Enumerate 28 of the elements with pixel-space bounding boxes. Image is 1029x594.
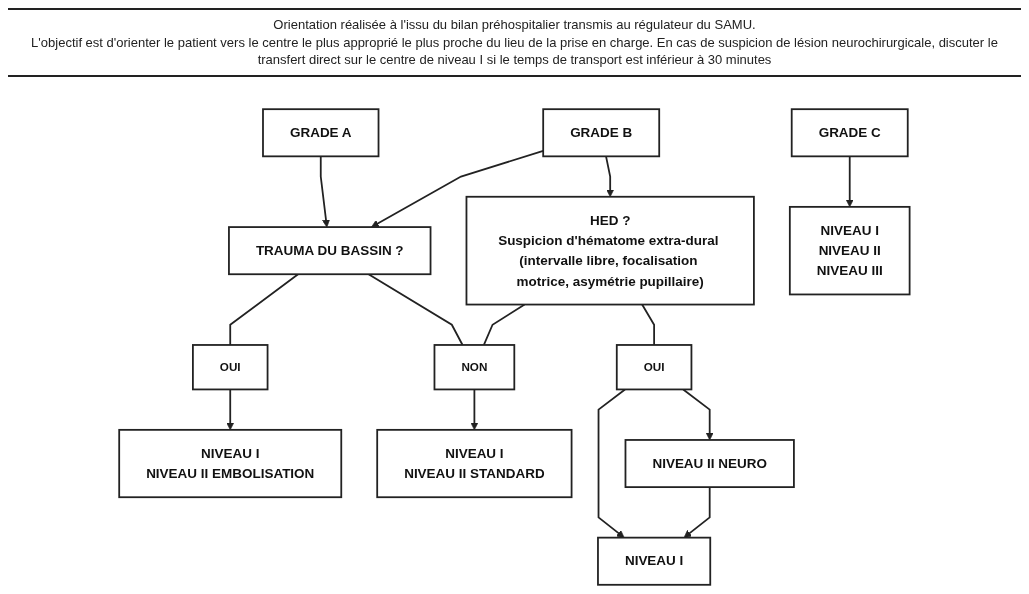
node-box bbox=[615, 344, 693, 391]
node-box bbox=[192, 344, 269, 391]
node-box bbox=[262, 108, 380, 158]
node-box bbox=[228, 226, 432, 276]
node-box bbox=[433, 344, 516, 391]
node-box bbox=[118, 428, 343, 499]
header-note: L'objectif est d'orienter le patient vers le centre le plus approprié le plus proche du lieu de la prise en charge. En cas de suspicion de lésion neurochirurgicale, discuter le transfert direct sur le centre de niveau I si le temps de transport est inférieur à 30 minutes bbox=[30, 33, 999, 69]
node-box bbox=[597, 536, 712, 586]
arrow bbox=[682, 388, 714, 441]
node-box bbox=[376, 428, 573, 499]
connector bbox=[641, 303, 656, 346]
connector bbox=[229, 273, 300, 346]
arrow bbox=[226, 388, 235, 431]
connector bbox=[483, 303, 526, 346]
arrow bbox=[605, 155, 615, 198]
node-box bbox=[465, 195, 755, 306]
node-box bbox=[624, 439, 795, 488]
arrow bbox=[319, 155, 331, 228]
flowchart: GRADE A GRADE B GRADE C TRAUMA DU BASSIN ? HED ? Suspicion d'hématome extra-dural (intervalle libre, focalisation motrice, asymétrie pupillaire) NIVEAU I NIVEAU II NIVEAU III OUI NON OUI NIVEAU I NIVEAU II EMBOLISATION NIVEAU I NIVEAU II STANDARD NIVEAU II NEURO NIVEAU I bbox=[112, 102, 917, 592]
node-box bbox=[789, 205, 911, 296]
arrow bbox=[470, 388, 479, 431]
node-box bbox=[790, 108, 909, 158]
connector bbox=[367, 273, 464, 346]
arrow bbox=[845, 155, 854, 208]
header-note: Orientation réalisée à l'issu du bilan préhospitalier transmis au régulateur du SAMU. bbox=[272, 16, 757, 34]
arrow bbox=[683, 486, 711, 538]
arrow bbox=[597, 388, 626, 538]
node-box bbox=[542, 108, 661, 158]
